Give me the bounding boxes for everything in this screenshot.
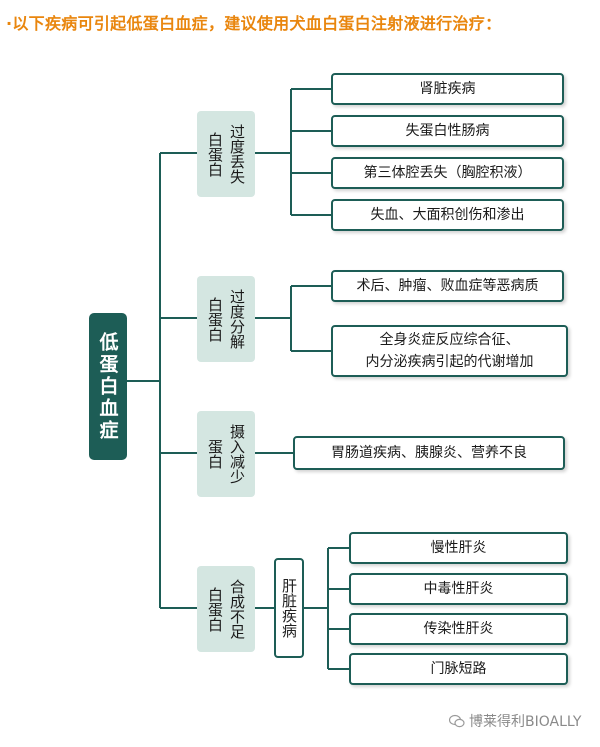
leaf-sirs-metabolic: 全身炎症反应综合征、 内分泌疾病引起的代谢增加 [331, 325, 568, 377]
category-intake: 摄入减少 蛋白 [197, 411, 255, 497]
leaf-label: 失血、大面积创伤和渗出 [370, 207, 525, 223]
subcategory-liver-disease: 肝脏疾病 [274, 558, 304, 658]
leaf-label: 中毒性肝炎 [423, 581, 494, 597]
leaf-label: 失蛋白性肠病 [405, 123, 490, 139]
watermark-text: 博莱得利BIOALLY [469, 714, 582, 730]
leaf-protein-losing-enteropathy: 失蛋白性肠病 [331, 115, 564, 147]
category-intake-line2: 蛋白 [206, 439, 224, 469]
leaf-label: 第三体腔丢失（胸腔积液） [363, 165, 532, 181]
category-loss-line2: 白蛋白 [206, 131, 224, 177]
leaf-label: 全身炎症反应综合征、 内分泌疾病引起的代谢增加 [365, 332, 534, 370]
page-title: ·以下疾病可引起低蛋白血症，建议使用犬血白蛋白注射液进行治疗： [6, 14, 502, 33]
leaf-toxic-hepatitis: 中毒性肝炎 [349, 573, 568, 605]
category-breakdown-line1: 过度分解 [228, 289, 246, 349]
watermark: 博莱得利BIOALLY [449, 711, 581, 731]
leaf-gi-pancreatitis-malnutrition: 胃肠道疾病、胰腺炎、营养不良 [293, 436, 565, 470]
category-synthesis-line1: 合成不足 [228, 579, 246, 639]
subcategory-label: 肝脏疾病 [280, 578, 298, 638]
leaf-blood-loss-trauma: 失血、大面积创伤和渗出 [331, 199, 564, 231]
leaf-kidney-disease: 肾脏疾病 [331, 73, 564, 105]
leaf-label: 肾脏疾病 [419, 81, 476, 97]
category-synthesis-line2: 白蛋白 [206, 586, 224, 632]
leaf-label: 门脉短路 [430, 661, 487, 677]
category-intake-line1: 摄入减少 [228, 424, 246, 484]
leaf-cachexia: 术后、肿瘤、败血症等恶病质 [331, 270, 564, 302]
category-synthesis: 合成不足 白蛋白 [197, 566, 255, 652]
wechat-icon [449, 714, 465, 728]
root-label: 低蛋白血症 [96, 331, 119, 442]
category-breakdown-line2: 白蛋白 [206, 296, 224, 342]
leaf-label: 术后、肿瘤、败血症等恶病质 [356, 278, 539, 294]
leaf-third-space-loss: 第三体腔丢失（胸腔积液） [331, 157, 564, 189]
leaf-label: 胃肠道疾病、胰腺炎、营养不良 [331, 445, 527, 461]
leaf-infectious-hepatitis: 传染性肝炎 [349, 613, 568, 645]
leaf-label: 传染性肝炎 [423, 621, 494, 637]
leaf-label: 慢性肝炎 [430, 540, 487, 556]
root-node: 低蛋白血症 [89, 313, 127, 460]
leaf-portosystemic-shunt: 门脉短路 [349, 653, 568, 685]
leaf-chronic-hepatitis: 慢性肝炎 [349, 532, 568, 564]
category-loss: 过度丢失 白蛋白 [197, 111, 255, 197]
category-loss-line1: 过度丢失 [228, 124, 246, 184]
category-breakdown: 过度分解 白蛋白 [197, 276, 255, 362]
